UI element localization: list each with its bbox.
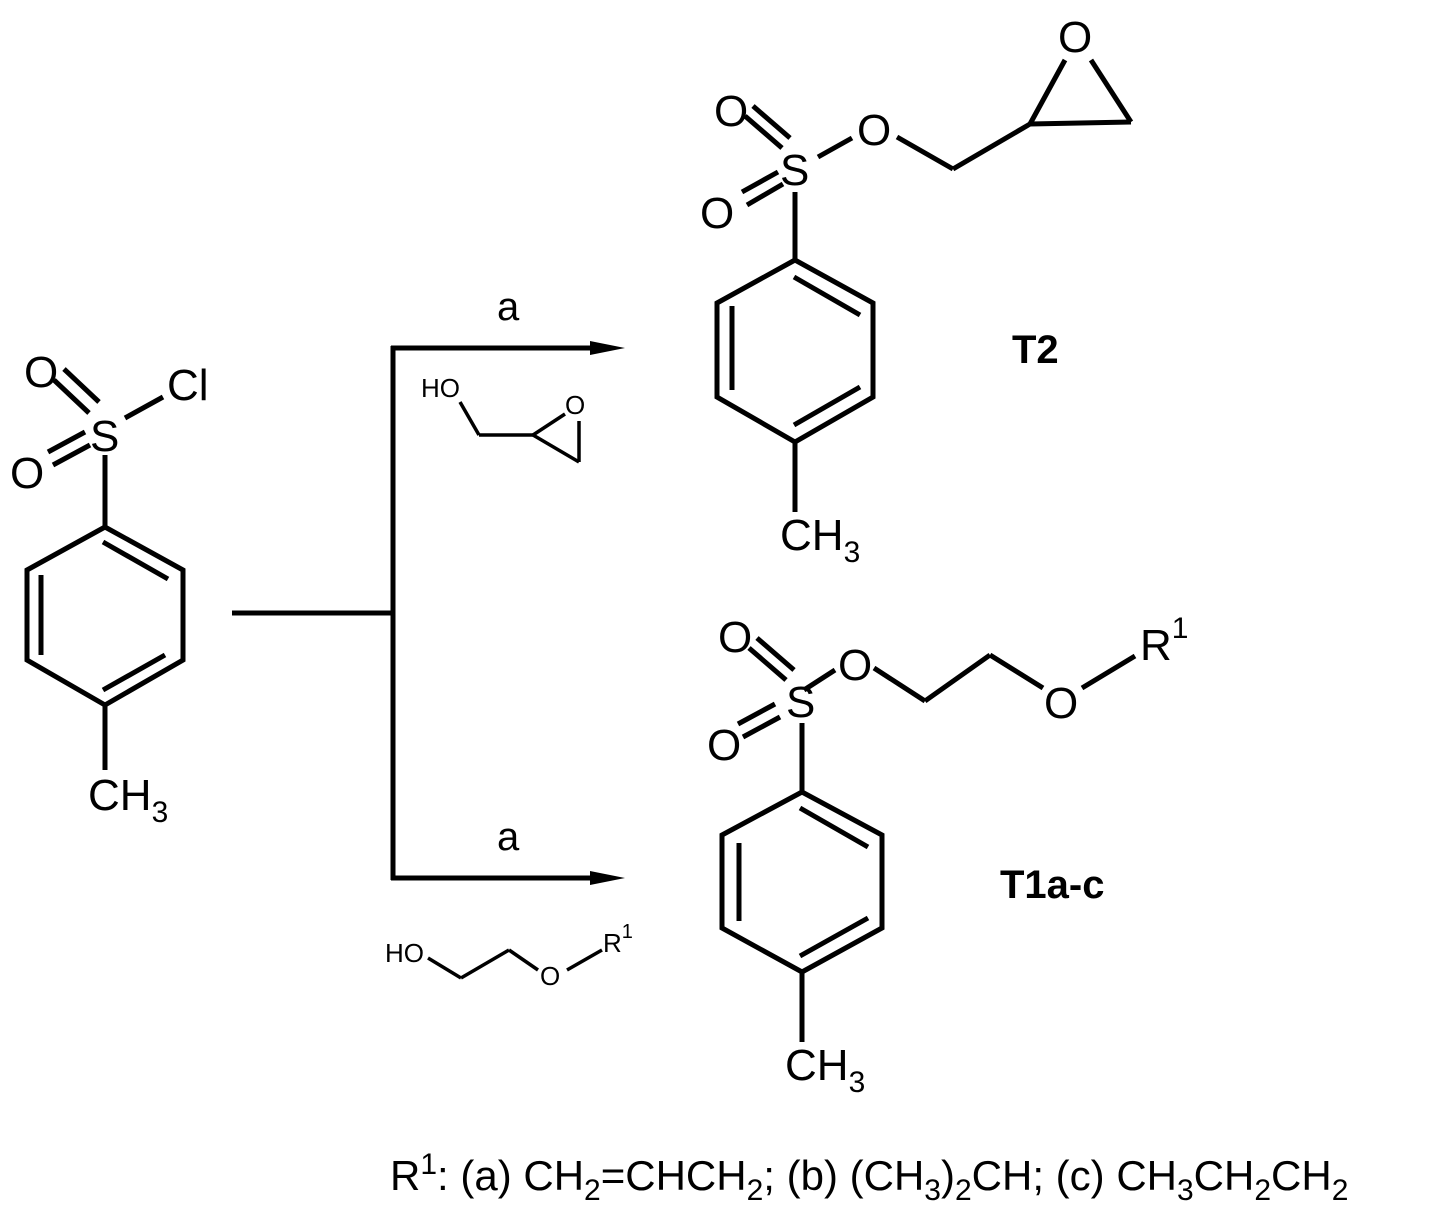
epoxide-bond	[1088, 58, 1134, 124]
oxygen-atom: O	[10, 449, 44, 498]
upper-arrowhead-icon	[590, 341, 625, 355]
ring-double-bond	[101, 652, 167, 693]
s-cl-bond	[123, 394, 165, 421]
chlorine-atom: Cl	[167, 361, 209, 410]
reagent-glycidol: HO O	[421, 373, 585, 464]
s-o-double-bond	[755, 636, 796, 672]
s-o-double-bond	[747, 646, 788, 682]
bond	[460, 948, 510, 980]
s-o-double-bond	[51, 442, 92, 468]
bond	[508, 948, 539, 972]
s-o-bond	[816, 135, 854, 160]
ether-oxygen-atom: O	[540, 961, 560, 991]
s-o-double-bond	[751, 104, 792, 140]
s-o-bond	[802, 667, 837, 693]
methyl-group: CH3	[785, 1041, 865, 1099]
reagent-alkoxyethanol: HO O R1	[385, 921, 633, 991]
bond	[532, 433, 580, 464]
o-r-bond	[1080, 653, 1137, 691]
reactant-benzene-ring	[24, 524, 186, 708]
ester-oxygen-atom: O	[857, 106, 891, 155]
r-group: R1	[1140, 612, 1188, 670]
o-ch2-bond	[872, 665, 927, 704]
ring-double-bond	[792, 384, 862, 428]
s-o-double-bond	[743, 114, 784, 150]
oxygen-atom: O	[707, 721, 741, 770]
bond	[532, 412, 566, 437]
t1-benzene-ring	[719, 789, 885, 975]
epoxide-oxygen-atom: O	[1058, 13, 1092, 62]
methyl-group: CH3	[88, 771, 168, 829]
sulfur-atom: S	[780, 146, 809, 195]
bond	[458, 401, 481, 436]
epoxide-bond	[1029, 119, 1132, 127]
ch2-o-bond	[988, 652, 1045, 691]
bond	[566, 948, 603, 972]
s-o-double-bond	[46, 429, 87, 455]
compound-label-t2: T2	[1012, 328, 1059, 372]
methyl-group: CH3	[780, 511, 860, 569]
reactant-tosyl-chloride: S O O Cl CH3	[10, 348, 209, 829]
ester-oxygen-atom: O	[838, 641, 872, 690]
ch2-ch-bond	[951, 121, 1032, 172]
r-group: R1	[603, 921, 633, 958]
reaction-arrows: a a	[232, 285, 625, 885]
ch2-ch2-bond	[923, 652, 992, 704]
lower-arrowhead-icon	[590, 871, 625, 885]
lower-condition-label: a	[497, 815, 520, 859]
s-o-double-bond	[736, 701, 777, 727]
t2-benzene-ring	[714, 257, 876, 445]
hydroxyl-group: HO	[385, 938, 424, 968]
sulfur-atom: S	[90, 412, 119, 461]
oxygen-atom: O	[718, 613, 752, 662]
hydroxyl-group: HO	[421, 373, 460, 403]
product-t1: S O O O O R1 CH3 T1a-c	[707, 612, 1188, 1099]
s-o-double-bond	[52, 378, 91, 415]
o-ch2-bond	[895, 134, 955, 172]
ring-double-bond	[792, 274, 862, 318]
oxygen-atom: O	[700, 189, 734, 238]
oxygen-atom: O	[24, 348, 58, 397]
bond	[427, 956, 462, 980]
ring-double-bond	[798, 915, 870, 959]
epoxide-bond	[1027, 58, 1068, 126]
oxygen-atom: O	[714, 87, 748, 136]
product-t2: S O O O O CH3 T2	[700, 13, 1134, 569]
upper-condition-label: a	[497, 285, 520, 329]
r-group-legend: R1: (a) CH2=CHCH2; (b) (CH3)2CH; (c) CH3…	[390, 1148, 1348, 1207]
ring-double-bond	[101, 539, 170, 582]
epoxide-oxygen-atom: O	[565, 390, 585, 420]
s-o-double-bond	[62, 367, 101, 404]
s-o-double-bond	[745, 181, 785, 208]
compound-label-t1a-c: T1a-c	[1000, 863, 1105, 907]
s-o-double-bond	[740, 169, 780, 195]
ether-oxygen-atom: O	[1044, 679, 1078, 728]
s-o-double-bond	[741, 714, 782, 740]
ring-double-bond	[798, 805, 870, 850]
